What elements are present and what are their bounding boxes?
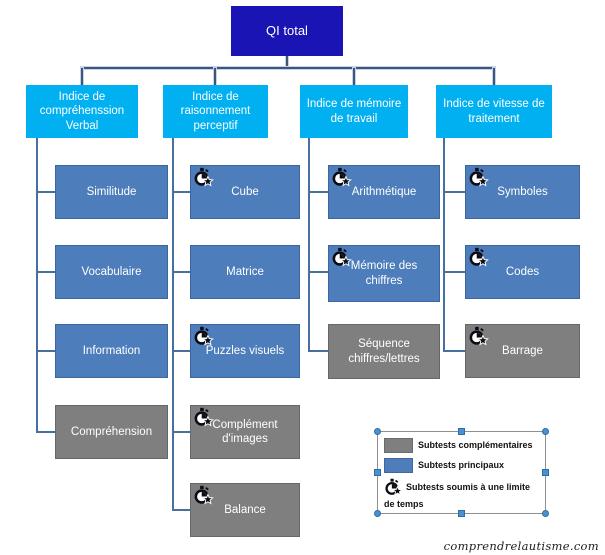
- legend-label: Subtests soumis à une limite de temps: [384, 481, 531, 509]
- stopwatch-icon: [193, 326, 214, 347]
- connector-stub-col1: [81, 68, 83, 85]
- connector-stub: [172, 350, 190, 352]
- node-label: Séquence chiffres/lettres: [348, 338, 420, 365]
- node-similitude[interactable]: Similitude: [55, 165, 168, 219]
- node-label: Matrice: [226, 265, 264, 278]
- connector-col2-vertical: [172, 138, 174, 510]
- node-arithmetique[interactable]: Arithmétique: [328, 165, 440, 219]
- connector-stub-col2: [214, 68, 216, 85]
- selection-handle-s[interactable]: [457, 510, 465, 517]
- connector-stub: [172, 509, 190, 511]
- node-label: Balance: [224, 503, 266, 516]
- node-indice-comprehension-verbal[interactable]: Indice de compréhenssion Verbal: [26, 85, 138, 138]
- legend-label: Subtests complémentaires: [418, 439, 533, 450]
- connector-stub: [443, 191, 465, 193]
- node-indice-vitesse-traitement[interactable]: Indice de vitesse de traitement: [436, 85, 552, 138]
- node-indice-raisonnement-perceptif[interactable]: Indice de raisonnement perceptif: [163, 85, 268, 138]
- node-label: Indice de raisonnement perceptif: [180, 90, 251, 132]
- node-barrage[interactable]: Barrage: [465, 324, 580, 378]
- legend-box[interactable]: Subtests complémentaires Subtests princi…: [374, 428, 549, 517]
- stopwatch-icon: [193, 407, 214, 428]
- connector-stub: [308, 191, 328, 193]
- stopwatch-icon: [193, 485, 214, 506]
- node-codes[interactable]: Codes: [465, 245, 580, 299]
- node-sequence-chiffres-lettres[interactable]: Séquence chiffres/lettres: [328, 324, 440, 379]
- node-symboles[interactable]: Symboles: [465, 165, 580, 219]
- connector-stub: [443, 350, 465, 352]
- node-label: Indice de compréhenssion Verbal: [39, 90, 125, 132]
- selection-handle-ne[interactable]: [542, 428, 549, 435]
- node-indice-memoire-travail[interactable]: Indice de mémoire de travail: [300, 85, 408, 138]
- stopwatch-icon: [331, 247, 352, 268]
- node-label: Cube: [231, 185, 259, 198]
- node-cube[interactable]: Cube: [190, 165, 300, 219]
- node-qi-total[interactable]: QI total: [231, 6, 343, 56]
- connector-stub: [36, 431, 55, 433]
- blue-swatch: [384, 458, 413, 473]
- node-label: QI total: [266, 22, 308, 38]
- node-label: Information: [82, 344, 141, 357]
- stopwatch-icon: [331, 167, 352, 188]
- node-puzzles-visuels[interactable]: Puzzles visuels: [190, 324, 300, 378]
- connector-root-stem: [286, 56, 288, 68]
- selection-handle-se[interactable]: [542, 510, 549, 517]
- node-label: Arithmétique: [351, 185, 417, 198]
- node-label: Compréhension: [70, 425, 153, 438]
- stopwatch-icon: [468, 167, 489, 188]
- connector-stub: [172, 191, 190, 193]
- selection-handle-sw[interactable]: [374, 510, 381, 517]
- connector-stub: [443, 271, 465, 273]
- selection-handle-w[interactable]: [374, 468, 381, 476]
- node-vocabulaire[interactable]: Vocabulaire: [55, 245, 168, 299]
- connector-stub: [308, 350, 328, 352]
- node-matrice[interactable]: Matrice: [190, 245, 300, 299]
- legend-item-principaux: Subtests principaux: [384, 458, 539, 473]
- node-label: Indice de mémoire de travail: [306, 98, 402, 125]
- connector-col4-vertical: [443, 138, 445, 350]
- legend-item-limite-temps: Subtests soumis à une limite de temps: [384, 478, 539, 511]
- connector-col3-vertical: [308, 138, 310, 351]
- connector-stub: [172, 431, 190, 433]
- node-balance[interactable]: Balance: [190, 483, 300, 537]
- selection-handle-nw[interactable]: [374, 428, 381, 435]
- node-label: Barrage: [502, 344, 543, 357]
- connector-col1-vertical: [36, 138, 38, 432]
- node-label: Indice de vitesse de traitement: [443, 98, 545, 125]
- connector-stub-col3: [353, 68, 355, 85]
- connector-top-horizontal: [81, 67, 495, 69]
- stopwatch-icon: [385, 478, 403, 496]
- stopwatch-icon: [468, 326, 489, 347]
- selection-handle-n[interactable]: [457, 428, 465, 435]
- legend-item-complementaires: Subtests complémentaires: [384, 438, 539, 453]
- connector-stub: [36, 191, 55, 193]
- stopwatch-icon: [468, 247, 489, 268]
- legend-label: Subtests principaux: [418, 459, 505, 470]
- node-label: Vocabulaire: [81, 265, 142, 278]
- connector-stub: [36, 350, 55, 352]
- connector-stub: [308, 271, 328, 273]
- watermark-text: comprendrelautisme.com: [443, 539, 599, 553]
- gray-swatch: [384, 438, 413, 453]
- selection-handle-e[interactable]: [542, 468, 549, 476]
- stopwatch-icon: [193, 167, 214, 188]
- node-label: Mémoire des chiffres: [350, 260, 418, 287]
- connector-stub-col4: [493, 68, 495, 85]
- node-comprehension[interactable]: Compréhension: [55, 405, 168, 459]
- node-information[interactable]: Information: [55, 324, 168, 378]
- node-memoire-des-chiffres[interactable]: Mémoire des chiffres: [328, 245, 440, 302]
- node-label: Puzzles visuels: [205, 344, 285, 357]
- node-label: Similitude: [86, 185, 137, 198]
- node-complement-images[interactable]: Complément d'images: [190, 405, 300, 459]
- node-label: Codes: [505, 265, 540, 278]
- node-label: Symboles: [497, 185, 548, 198]
- connector-stub: [36, 271, 55, 273]
- connector-stub: [172, 271, 190, 273]
- node-label: Complément d'images: [212, 418, 278, 445]
